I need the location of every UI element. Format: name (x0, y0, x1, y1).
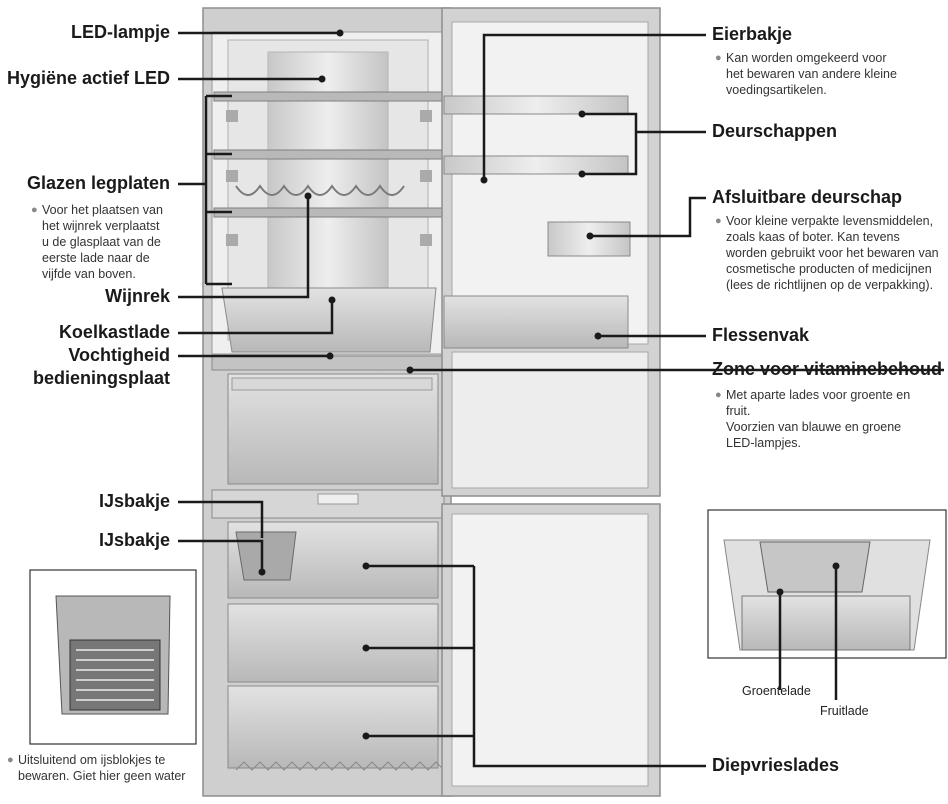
note-ice-tray: ● Uitsluitend om ijsblokjes te bewaren. … (7, 753, 186, 783)
label-lockable-shelf: Afsluitbare deurschap (712, 187, 903, 207)
label-veg-drawer: Groentelade (742, 684, 811, 698)
note-lockable-shelf: ● Voor kleine verpakte levensmiddelen, z… (715, 214, 939, 292)
note-egg-tray: ● Kan worden omgekeerd voor het bewaren … (715, 51, 897, 97)
label-ice-tray-2: IJsbakje (98, 530, 170, 550)
label-ice-tray-1: IJsbakje (98, 491, 170, 511)
label-egg-tray: Eierbakje (712, 24, 793, 44)
label-freezer-drawers: Diepvrieslades (712, 755, 840, 775)
fridge-body (202, 7, 452, 797)
label-humidity-2: bedieningsplaat (32, 368, 170, 388)
note-glass-shelves: ● Voor het plaatsen van het wijnrek verp… (31, 203, 163, 281)
ice-tray-inset (29, 569, 197, 745)
label-fridge-drawer: Koelkastlade (58, 322, 170, 342)
label-fruit-drawer: Fruitlade (820, 704, 869, 718)
leader-lines (178, 31, 944, 768)
fridge-door (441, 7, 661, 797)
label-bottle-rack: Flessenvak (712, 325, 810, 345)
note-vitamin-zone: ● Met aparte lades voor groente en fruit… (715, 388, 911, 450)
label-hygiene-led: Hygiëne actief LED (6, 68, 170, 88)
label-door-shelves: Deurschappen (712, 121, 838, 141)
label-wine-rack: Wijnrek (105, 286, 170, 306)
label-humidity-1: Vochtigheid (68, 345, 170, 365)
label-led-lamp: LED-lampje (70, 22, 170, 42)
leader-dots (258, 29, 840, 740)
label-glass-shelves: Glazen legplaten (26, 173, 170, 193)
label-vitamin-zone: Zone voor vitaminebehoud (712, 359, 943, 379)
vitamin-zone-inset (707, 509, 947, 659)
